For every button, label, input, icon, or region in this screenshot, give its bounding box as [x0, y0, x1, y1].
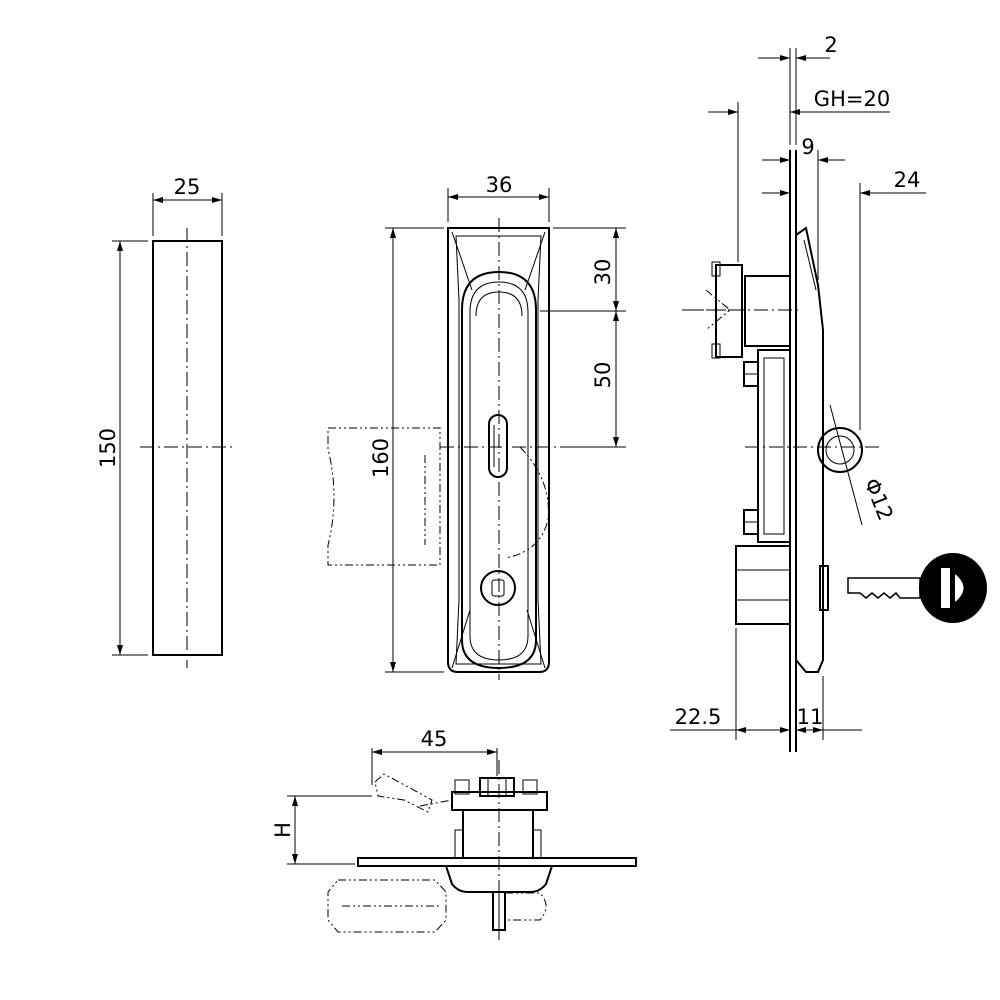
dim-depth-22-5: 22.5	[675, 705, 722, 729]
dim-depth-24: 24	[894, 168, 921, 192]
section-view: Φ12 2 GH=20 9 24 22.5 11	[670, 33, 926, 752]
dim-side-width: 25	[174, 175, 201, 199]
key-icon	[847, 553, 987, 623]
dim-top-offset: 30	[591, 259, 615, 286]
side-view: 25 150	[96, 175, 235, 668]
dim-clearance: 2	[824, 33, 837, 57]
dim-front-width: 36	[486, 173, 513, 197]
dim-handle-offset: 50	[591, 362, 615, 389]
dim-depth-9: 9	[801, 135, 814, 159]
dim-gh: GH=20	[814, 87, 890, 111]
dim-height-label: H	[271, 822, 295, 838]
top-view: 45 H	[271, 727, 637, 940]
dim-depth-11: 11	[797, 705, 824, 729]
dim-side-height: 150	[96, 428, 120, 468]
dim-diameter: Φ12	[859, 475, 897, 524]
front-view: 36 160 30 50	[327, 173, 626, 680]
dim-front-height: 160	[369, 438, 393, 478]
dim-swing: 45	[421, 727, 448, 751]
